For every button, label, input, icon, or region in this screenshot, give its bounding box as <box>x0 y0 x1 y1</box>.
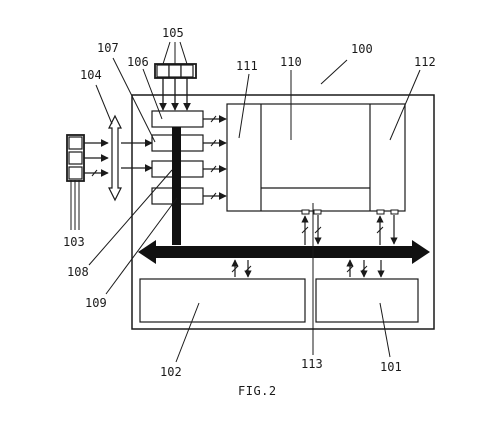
connector-segment-3 <box>172 177 181 188</box>
slash-101-b <box>360 265 368 273</box>
terminal-pad-b <box>313 209 322 215</box>
leader-105-a <box>162 41 171 65</box>
connector-105-box-3 <box>180 64 194 78</box>
label-110: 110 <box>280 55 302 69</box>
leader-104 <box>95 84 113 125</box>
display-unit-block <box>226 103 406 212</box>
label-100: 100 <box>351 42 373 56</box>
label-108: 108 <box>67 265 89 279</box>
leader-109 <box>105 197 178 295</box>
main-bus-arrow <box>138 240 430 264</box>
terminal-pad-d <box>390 209 399 215</box>
label-104: 104 <box>80 68 102 82</box>
slash-display-c <box>376 226 384 234</box>
slash-103 <box>91 169 98 177</box>
leader-102 <box>175 302 200 363</box>
connector-103-box-1 <box>68 136 83 150</box>
slash-block4 <box>210 192 217 200</box>
leader-100 <box>320 59 348 85</box>
label-106: 106 <box>127 55 149 69</box>
label-111: 111 <box>236 59 258 73</box>
block-102 <box>139 278 306 323</box>
connector-segment-2 <box>172 151 181 161</box>
leader-101 <box>379 302 391 358</box>
label-105: 105 <box>162 26 184 40</box>
label-113: 113 <box>301 357 323 371</box>
connector-segment-1 <box>172 127 181 135</box>
slash-102-b <box>244 265 252 273</box>
leader-106 <box>142 68 163 120</box>
connector-105-box-1 <box>156 64 170 78</box>
connector-103-box-3 <box>68 166 83 180</box>
label-103: 103 <box>63 235 85 249</box>
label-102: 102 <box>160 365 182 379</box>
slash-102-a <box>231 265 239 273</box>
double-arrow-104 <box>108 114 122 202</box>
leader-108 <box>88 169 173 266</box>
slash-display-a <box>301 226 309 234</box>
device-frame <box>131 94 435 330</box>
slash-101-a <box>346 265 354 273</box>
connector-105-box-2 <box>168 64 182 78</box>
leader-105-c <box>179 41 188 65</box>
leader-111 <box>238 73 250 139</box>
connector-103-box-2 <box>68 151 83 165</box>
terminal-pad-c <box>376 209 385 215</box>
slash-block3 <box>210 165 217 173</box>
label-112: 112 <box>414 55 436 69</box>
terminal-pad-a <box>301 209 310 215</box>
leader-107 <box>112 57 156 143</box>
slash-block2 <box>210 139 217 147</box>
label-109: 109 <box>85 296 107 310</box>
slash-display-b <box>314 226 322 234</box>
block-101 <box>315 278 419 323</box>
figure-caption: FIG.2 <box>238 384 277 398</box>
label-101: 101 <box>380 360 402 374</box>
slash-block1 <box>210 115 217 123</box>
leader-112 <box>389 69 421 141</box>
label-107: 107 <box>97 41 119 55</box>
